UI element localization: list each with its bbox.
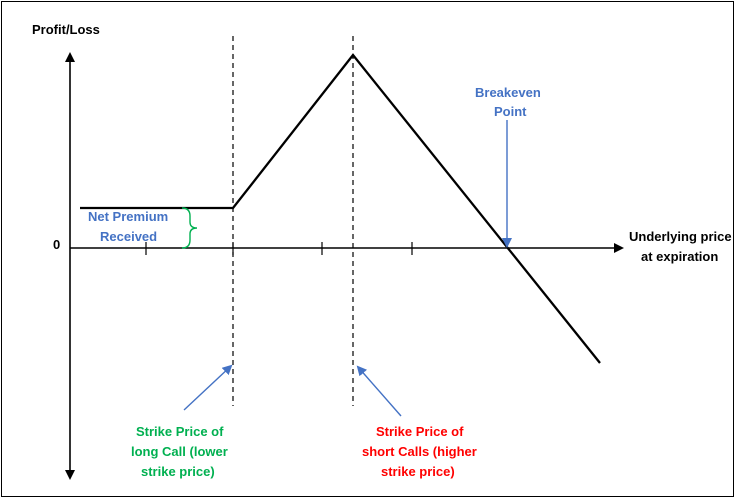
short-calls-label-line-1: Strike Price of — [376, 424, 464, 439]
payoff-line — [80, 53, 601, 364]
zero-label: 0 — [53, 237, 60, 252]
net-premium-label-line-1: Net Premium — [88, 209, 168, 224]
x-axis-label-line-2: at expiration — [641, 249, 718, 264]
short-calls-label-line-3: strike price) — [381, 464, 455, 479]
short-calls-arrow — [356, 365, 402, 417]
long-call-arrow — [183, 364, 233, 411]
breakeven-label-line-2: Point — [494, 104, 527, 119]
net-premium-brace — [181, 207, 198, 249]
long-call-label-line-1: Strike Price of — [136, 424, 224, 439]
y-axis-label: Profit/Loss — [32, 22, 100, 37]
breakeven-label-line-1: Breakeven — [475, 85, 541, 100]
net-premium-label-line-2: Received — [100, 229, 157, 244]
long-call-label-line-3: strike price) — [141, 464, 215, 479]
long-call-label-line-2: long Call (lower — [131, 444, 228, 459]
x-axis-label-line-1: Underlying price — [629, 229, 732, 244]
payoff-diagram: Profit/Loss 0 Underlying price at expira… — [32, 22, 732, 480]
short-calls-label-line-2: short Calls (higher — [362, 444, 477, 459]
